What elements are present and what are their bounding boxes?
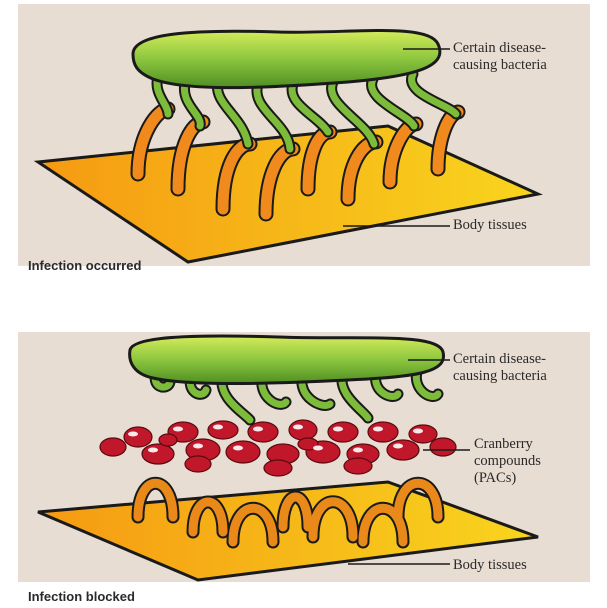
tissues-label-bottom: Body tissues [453,557,527,573]
infection-occurred-diagram [33,29,543,264]
body-tissue-plane [33,124,543,264]
bacterium-body [131,29,442,90]
bacteria-label-bottom: Certain disease- causing bacteria [453,351,547,384]
bacterium-body [128,334,446,385]
bacteria-label-top: Certain disease- causing bacteria [453,40,547,73]
compounds-label: Cranberry compounds (PACs) [474,436,541,486]
tissues-label-top: Body tissues [453,217,527,233]
infection-blocked-panel [18,332,590,582]
infection-blocked-caption: Infection blocked [28,589,135,604]
infection-occurred-caption: Infection occurred [28,258,142,273]
infection-occurred-panel [18,4,590,266]
infection-blocked-diagram [37,334,539,582]
pacs-highlights [128,424,423,453]
